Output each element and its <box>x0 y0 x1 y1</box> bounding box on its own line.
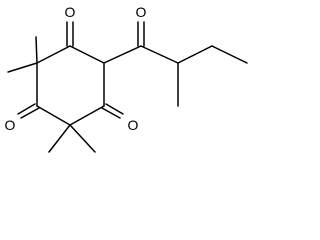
ring-bond <box>69 45 105 64</box>
ring-bond <box>36 105 71 126</box>
chain-bond <box>177 45 213 64</box>
oxygen-label: O <box>5 117 16 133</box>
oxygen-label: O <box>136 4 147 20</box>
carbonyl-bond-left <box>17 103 36 115</box>
chain-bond <box>211 45 248 64</box>
carbonyl-bond-right <box>105 103 124 115</box>
ring-bond <box>69 105 105 126</box>
methyl-bond <box>69 124 96 153</box>
chain-bond <box>140 45 179 64</box>
methyl-bond <box>48 124 71 153</box>
methyl-bond <box>7 62 38 73</box>
methyl-bond <box>35 36 38 64</box>
carbonyl-bond-left <box>20 107 40 119</box>
carbonyl-bond-right <box>101 107 121 119</box>
oxygen-label: O <box>65 4 76 20</box>
atom-labels: O O O O <box>5 4 147 133</box>
acyl-bond <box>103 45 142 64</box>
oxygen-label: O <box>128 117 139 133</box>
skeletal-formula-diagram: O O O O <box>5 4 248 153</box>
ring-bond <box>36 45 71 64</box>
bonds <box>7 21 248 153</box>
